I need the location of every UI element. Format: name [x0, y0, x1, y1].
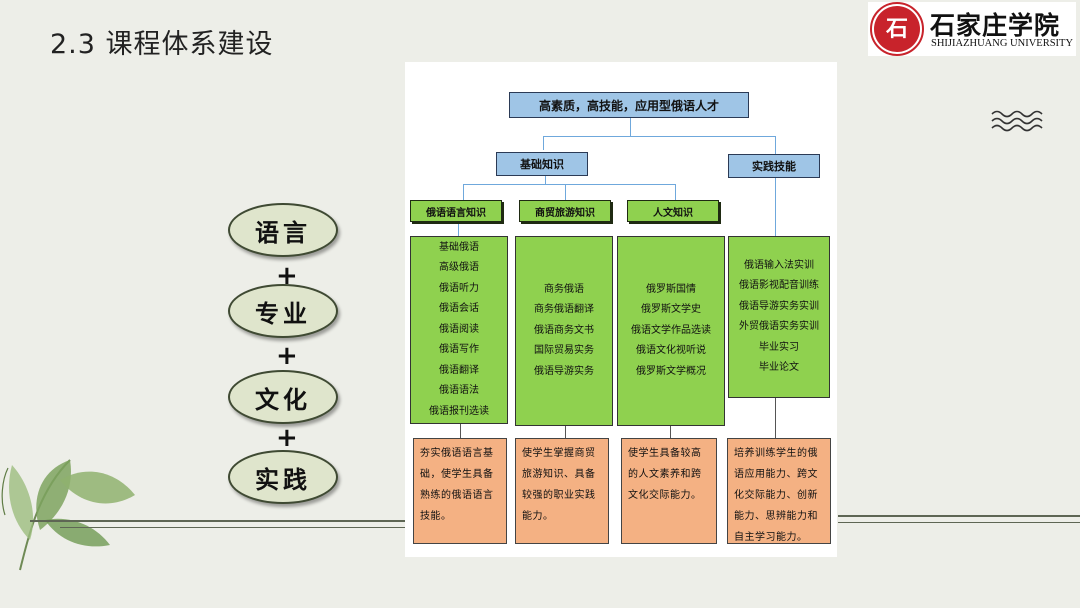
connector-line	[460, 424, 461, 438]
leaf-decoration-icon	[1, 459, 135, 571]
decorative-line	[60, 527, 406, 528]
branch-basic-knowledge: 基础知识	[496, 152, 588, 176]
decorative-line	[838, 522, 1080, 523]
wave-decoration-icon	[991, 110, 1043, 132]
plus-icon: +	[276, 341, 298, 371]
connector-line	[675, 184, 676, 200]
connector-line	[565, 426, 566, 438]
course-item: 毕业实习	[759, 341, 799, 353]
goal-description-language: 夯实俄语语言基础，使学生具备熟练的俄语语言技能。	[413, 438, 507, 544]
university-name-cn: 石家庄学院	[930, 11, 1061, 40]
pillar-language: 语言	[228, 203, 338, 257]
university-logo: 石 石家庄学院 SHIJIAZHUANG UNIVERSITY	[868, 2, 1076, 56]
university-name-en: SHIJIAZHUANG UNIVERSITY	[931, 38, 1074, 49]
course-item: 毕业论文	[759, 362, 799, 373]
connector-line	[545, 176, 546, 184]
course-list-language: 基础俄语 高级俄语 俄语听力 俄语会话 俄语阅读 俄语写作 俄语翻译 俄语语法 …	[410, 236, 508, 424]
connector-line	[458, 222, 459, 236]
course-item: 俄语报刊选读	[429, 405, 489, 417]
connector-line	[775, 398, 776, 438]
course-item: 商务俄语翻译	[534, 304, 594, 316]
course-item: 俄语会话	[439, 303, 479, 315]
course-item: 俄语阅读	[439, 323, 479, 335]
category-humanities: 人文知识	[627, 200, 719, 222]
branch-practical-skills: 实践技能	[728, 154, 820, 178]
connector-line	[775, 136, 776, 154]
course-item: 俄罗斯国情	[646, 283, 696, 295]
course-item: 俄语语法	[439, 385, 479, 397]
pillar-practice: 实践	[228, 450, 338, 504]
course-item: 俄语听力	[439, 282, 479, 294]
course-item: 俄语文化视听说	[636, 345, 706, 357]
pillar-major: 专业	[228, 284, 338, 338]
course-item: 外贸俄语实务实训	[739, 321, 819, 332]
page-title: 2.3 课程体系建设	[50, 29, 274, 60]
university-seal-icon: 石	[874, 6, 920, 52]
goal-description-humanities: 使学生具备较高的人文素养和跨文化交际能力。	[621, 438, 717, 544]
connector-line	[670, 426, 671, 438]
course-list-trade: 商务俄语 商务俄语翻译 俄语商务文书 国际贸易实务 俄语导游实务	[515, 236, 613, 426]
connector-line	[775, 178, 776, 236]
pillar-culture: 文化	[228, 370, 338, 424]
course-item: 俄罗斯文学概况	[636, 365, 706, 377]
connector-line	[543, 136, 544, 150]
connector-line	[630, 118, 631, 136]
connector-line	[565, 184, 566, 200]
category-russian-language: 俄语语言知识	[410, 200, 502, 222]
course-item: 俄语导游实务实训	[739, 300, 819, 312]
course-item: 俄语商务文书	[534, 324, 594, 336]
connector-line	[543, 136, 775, 137]
course-list-practice: 俄语输入法实训 俄语影视配音训练 俄语导游实务实训 外贸俄语实务实训 毕业实习 …	[728, 236, 830, 398]
plus-icon: +	[276, 261, 298, 291]
decorative-line	[838, 515, 1080, 517]
course-item: 俄罗斯文学史	[641, 304, 701, 316]
category-trade-tourism: 商贸旅游知识	[519, 200, 611, 222]
connector-line	[463, 184, 464, 200]
course-item: 高级俄语	[439, 262, 479, 274]
seal-ring	[870, 2, 924, 56]
course-list-humanities: 俄罗斯国情 俄罗斯文学史 俄语文学作品选读 俄语文化视听说 俄罗斯文学概况	[617, 236, 725, 426]
connector-line	[463, 184, 675, 185]
course-item: 俄语写作	[439, 344, 479, 356]
course-item: 俄语翻译	[439, 364, 479, 376]
course-item: 国际贸易实务	[534, 345, 594, 357]
course-item: 俄语输入法实训	[744, 259, 814, 271]
goal-description-trade: 使学生掌握商贸旅游知识、具备较强的职业实践能力。	[515, 438, 609, 544]
course-item: 商务俄语	[544, 283, 584, 295]
plus-icon: +	[276, 423, 298, 453]
decorative-line	[30, 520, 406, 522]
course-item: 基础俄语	[439, 241, 479, 253]
curriculum-diagram: 高素质，高技能，应用型俄语人才 基础知识 实践技能 俄语语言知识 商贸旅游知识 …	[405, 62, 837, 557]
course-item: 俄语导游实务	[534, 365, 594, 377]
course-item: 俄语影视配音训练	[739, 280, 819, 291]
goal-description-practice: 培养训练学生的俄语应用能力、跨文化交际能力、创新能力、思辨能力和自主学习能力。	[727, 438, 831, 544]
course-item: 俄语文学作品选读	[631, 324, 711, 336]
root-goal-box: 高素质，高技能，应用型俄语人才	[509, 92, 749, 118]
